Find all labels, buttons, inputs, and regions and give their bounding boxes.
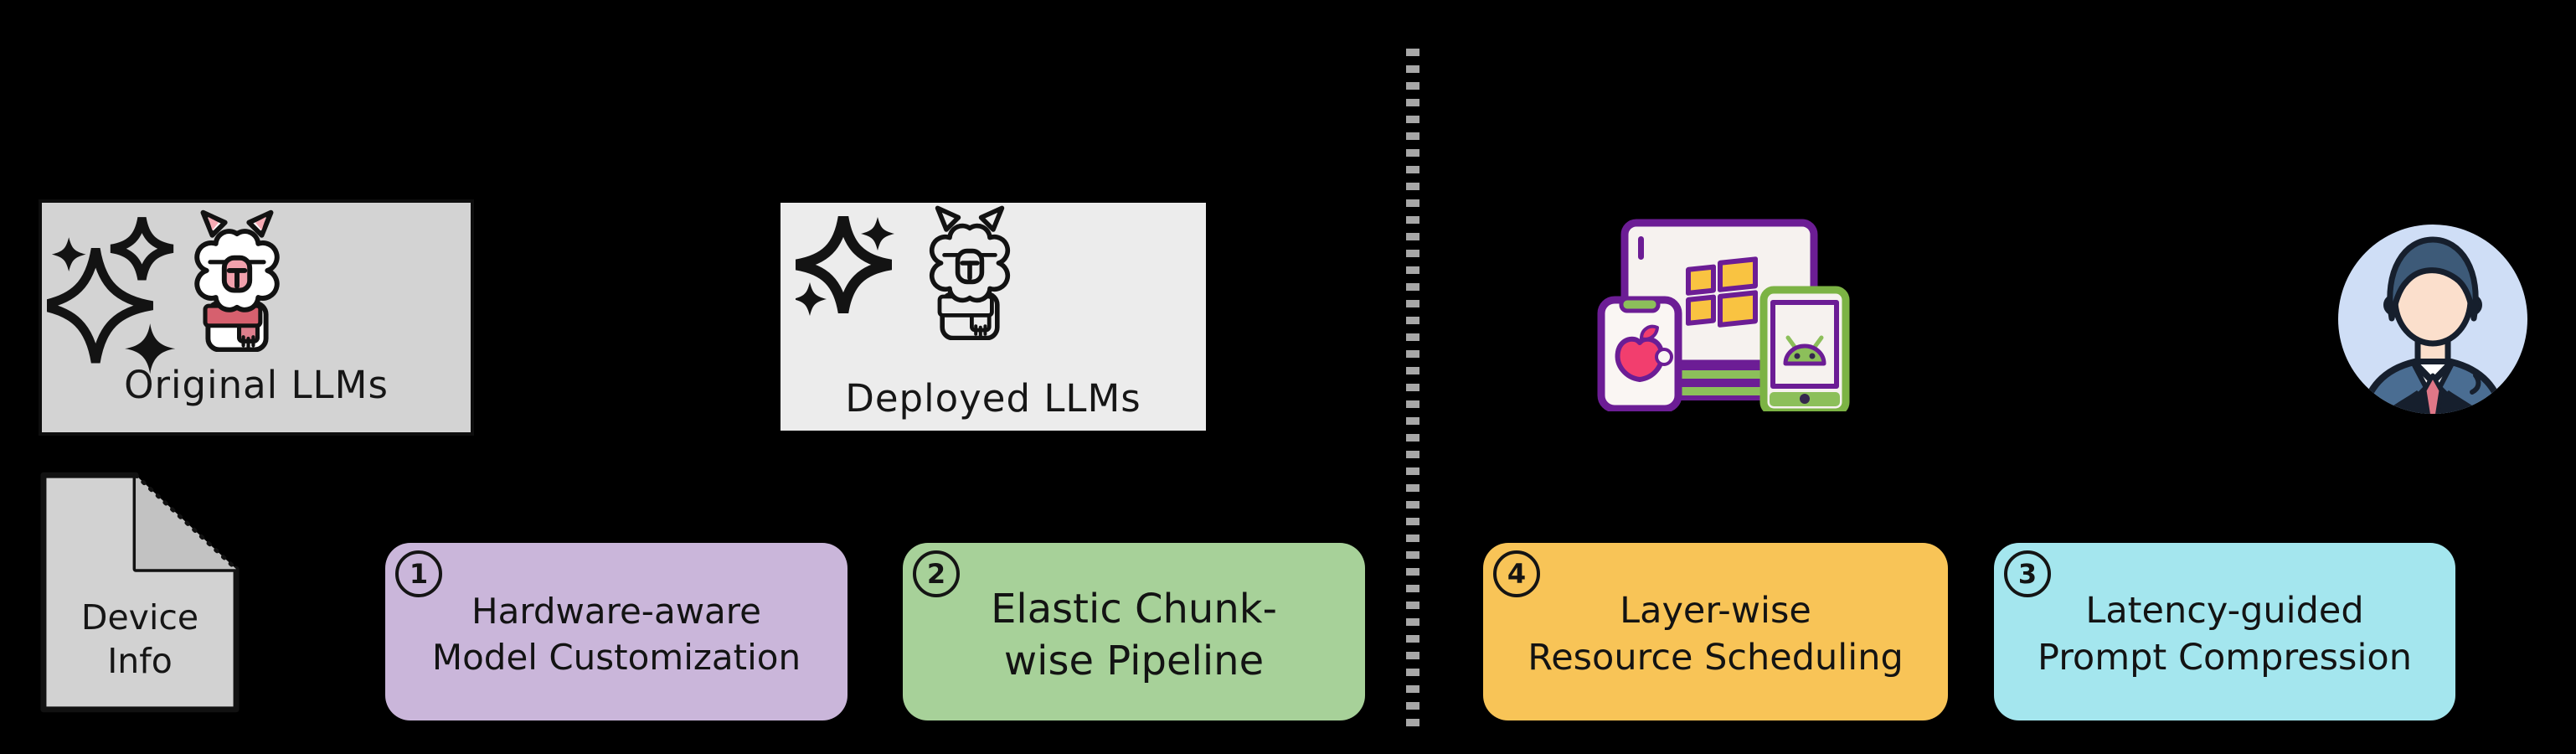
original-llms-label: Original LLMs	[124, 363, 389, 407]
step-number-badge: 2	[913, 550, 960, 597]
android-tablet-icon	[1759, 286, 1850, 411]
step-label-line1: Elastic Chunk-	[991, 585, 1277, 633]
step-card-hardware-aware-model-customization: 1 Hardware-aware Model Customization	[385, 543, 848, 720]
device-info-label: Device Info	[40, 596, 240, 684]
step-label-line1: Latency-guided	[2085, 590, 2364, 633]
step-label-line1: Hardware-aware	[471, 591, 761, 633]
iphone-icon	[1597, 296, 1682, 411]
step-label-line2: Resource Scheduling	[1528, 637, 1904, 679]
step-number-badge: 4	[1493, 550, 1540, 597]
sparkles-icon	[47, 213, 209, 374]
deployed-llms-label: Deployed LLMs	[845, 376, 1141, 421]
document-icon	[40, 472, 240, 713]
section-divider	[1406, 49, 1419, 731]
step-card-latency-guided-prompt-compression: 3 Latency-guided Prompt Compression	[1994, 543, 2455, 720]
step-label-line1: Layer-wise	[1620, 590, 1811, 633]
device-info-line1: Device	[80, 597, 199, 638]
llama-outline-icon	[929, 205, 1011, 340]
device-info-line2: Info	[107, 641, 173, 682]
user-avatar-icon	[2338, 225, 2527, 414]
step-label-line2: wise Pipeline	[1003, 638, 1265, 684]
device-info-doc: Device Info	[40, 472, 240, 713]
original-llms-card: Original LLMs	[39, 199, 474, 436]
step-card-elastic-chunk-wise-pipeline: 2 Elastic Chunk- wise Pipeline	[903, 543, 1365, 720]
apple-logo-icon	[1615, 324, 1673, 382]
step-card-layer-wise-resource-scheduling: 4 Layer-wise Resource Scheduling	[1483, 543, 1948, 720]
windows-logo-icon	[1686, 256, 1758, 328]
android-logo-icon	[1783, 335, 1826, 366]
devices-icon	[1597, 219, 1850, 411]
step-number-badge: 3	[2004, 550, 2051, 597]
step-label-line2: Model Customization	[431, 637, 801, 678]
step-number-badge: 1	[395, 550, 442, 597]
sparkles-outline-icon	[796, 216, 934, 354]
deployed-llms-card: Deployed LLMs	[781, 203, 1206, 431]
step-label-line2: Prompt Compression	[2038, 637, 2412, 679]
llama-icon	[194, 209, 280, 352]
